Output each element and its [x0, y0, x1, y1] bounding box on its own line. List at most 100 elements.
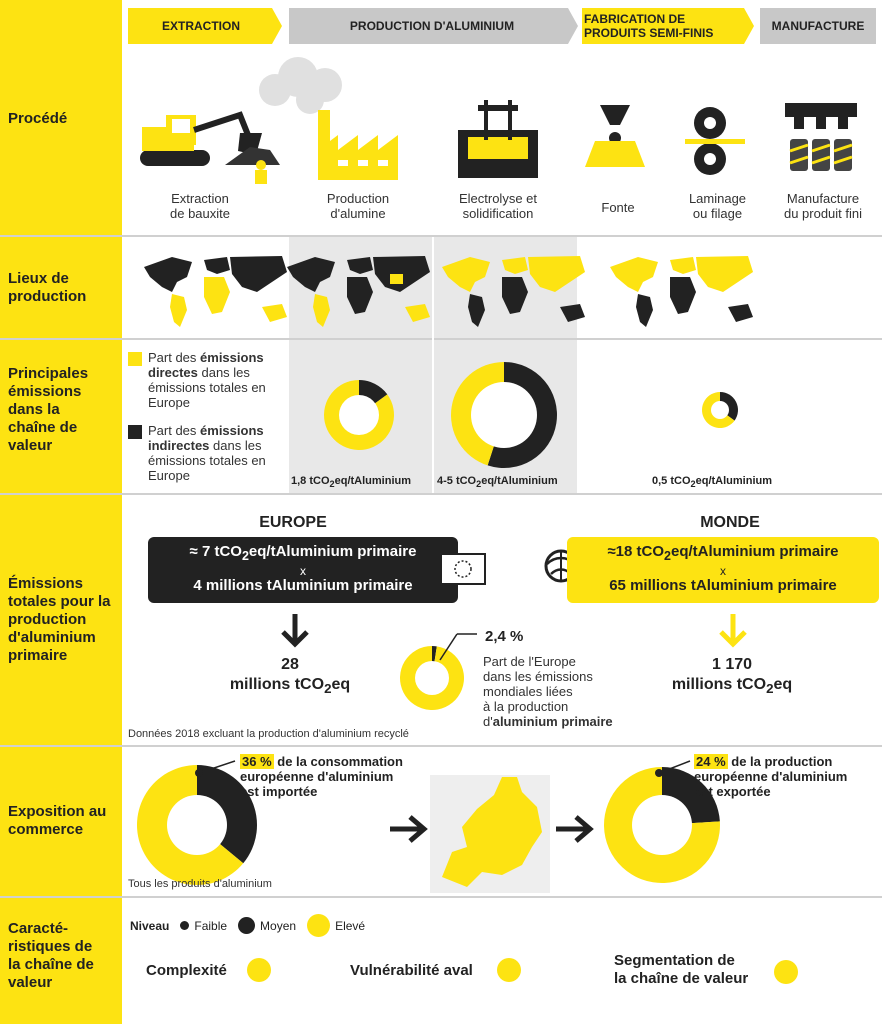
arrow-right-icon [556, 815, 594, 843]
donut-hole [711, 401, 729, 419]
import-pointer-line [198, 760, 236, 774]
arrow-down-dark-icon [281, 614, 309, 648]
complexite-level-dot [247, 958, 271, 982]
char-segmentation: Segmentation de la chaîne de valeur [614, 952, 749, 987]
segmentation-level-dot [774, 960, 798, 984]
monde-times: x [720, 564, 726, 578]
monde-line2: 65 millions tAluminium primaire [609, 577, 837, 594]
donut-import [137, 765, 257, 885]
export-pointer-line [658, 760, 691, 774]
donut-slice-b [720, 392, 739, 421]
monde-line1: ≈18 tCO2eq/tAluminium primaire [607, 543, 839, 563]
level-dot-moyen [238, 917, 256, 934]
emission-donuts [323, 362, 739, 468]
note-2018: Données 2018 excluant la production d'al… [128, 728, 409, 740]
legend-swatch-direct [128, 352, 142, 366]
legend-direct: Part des émissions directes dans les émi… [148, 350, 266, 410]
export-text: 24 % de la production européenne d'alumi… [694, 754, 848, 799]
donut-hole [167, 795, 227, 855]
char-vulnerabilite: Vulnérabilité aval [350, 962, 473, 979]
arrow-down-yellow-icon [719, 614, 747, 648]
separator [0, 235, 882, 237]
donut-hole [339, 395, 379, 435]
trade-charts [137, 760, 720, 893]
row-label-procede: Procédé [8, 110, 68, 127]
separator [0, 745, 882, 747]
electrolysis-icon [458, 100, 538, 178]
donut-electrolyse [451, 362, 558, 468]
foundry-icon [585, 105, 645, 167]
press-icon [785, 103, 857, 171]
char-complexite: Complexité [146, 962, 227, 979]
row-label-emissions: Principales émissions dans la chaîne de … [8, 365, 89, 454]
excavator-icon [140, 111, 280, 184]
share-donut [400, 633, 477, 710]
row-label-caracteristiques: Caracté-ristiques de la chaîne de valeur [8, 920, 94, 991]
monde-box: ≈18 tCO2eq/tAluminium primaire x 65 mill… [567, 537, 879, 603]
europe-title: EUROPE [259, 514, 327, 531]
note-trade: Tous les produits d'aluminium [128, 878, 272, 890]
eu-flag-icon [440, 553, 486, 585]
donut-hole [415, 661, 449, 695]
stage-manufacture-box [760, 8, 876, 44]
donut-slice-a [197, 765, 257, 864]
process-label-fonte: Fonte [601, 200, 635, 215]
cloud-icon [259, 57, 342, 114]
share-pct: 2,4 % [485, 628, 524, 645]
europe-line2: 4 millions tAluminium primaire [193, 577, 413, 594]
stage-header [128, 8, 876, 44]
factory-icon [318, 110, 398, 180]
rolling-icon [685, 107, 745, 175]
donut-hole [632, 795, 692, 855]
stage-extraction: EXTRACTION [162, 19, 240, 33]
stage-production: PRODUCTION D'ALUMINIUM [349, 19, 515, 33]
import-text: 36 % de la consommation européenne d'alu… [240, 754, 403, 799]
stage-extraction-arrow [128, 8, 282, 44]
process-icons [140, 57, 857, 184]
donut-semi-finis [702, 392, 739, 428]
level-dot-eleve [307, 914, 331, 937]
legend-indirect: Part des émissions indirectes dans les é… [148, 423, 266, 483]
europe-result: 28 millions tCO2eq [229, 656, 351, 697]
share-text: Part de l'Europe dans les émissions mond… [483, 654, 613, 729]
europe-map-icon [430, 775, 550, 893]
separator [0, 896, 882, 898]
stage-semi-finis: FABRICATION DE PRODUITS SEMI-FINIS [584, 12, 714, 40]
donut-production-alumine [323, 380, 394, 450]
share-pointer-line [439, 633, 458, 661]
europe-line1: ≈ 7 tCO2eq/tAluminium primaire [189, 543, 417, 563]
separator [0, 338, 882, 340]
monde-result: 1 170 millions tCO2eq [671, 656, 793, 697]
level-dot-faible [180, 921, 190, 930]
row-label-lieux: Lieux de production [8, 270, 87, 305]
europe-box: ≈ 7 tCO2eq/tAluminium primaire x 4 milli… [148, 537, 458, 603]
stage-semi-finis-arrow [582, 8, 754, 44]
row-label-totales: Émissions totales pour la production d'a… [8, 575, 111, 664]
stage-manufacture: MANUFACTURE [771, 19, 865, 33]
niveau-legend: Niveau Faible Moyen Elevé [130, 914, 365, 937]
europe-times: x [300, 564, 306, 578]
map-extraction [144, 256, 287, 327]
vulnerabilite-level-dot [497, 958, 521, 982]
map-electrolyse [442, 256, 585, 327]
unit-label-1: 1,8 tCO2eq/tAluminium [291, 475, 411, 490]
donut-hole [471, 382, 537, 448]
unit-label-2: 4-5 tCO2eq/tAluminium [437, 475, 558, 490]
unit-label-3: 0,5 tCO2eq/tAluminium [652, 475, 772, 490]
row-label-exposition: Exposition au commerce [8, 803, 107, 838]
donut-export [603, 767, 720, 883]
arrow-right-icon [390, 815, 428, 843]
stage-production-arrow [289, 8, 578, 44]
legend-swatch-indirect [128, 425, 142, 439]
column-divider [432, 237, 434, 493]
monde-title: MONDE [700, 514, 760, 531]
map-alumine [287, 256, 430, 327]
sidebar [0, 0, 122, 1024]
separator [0, 493, 882, 495]
map-semi-finis [610, 256, 753, 327]
